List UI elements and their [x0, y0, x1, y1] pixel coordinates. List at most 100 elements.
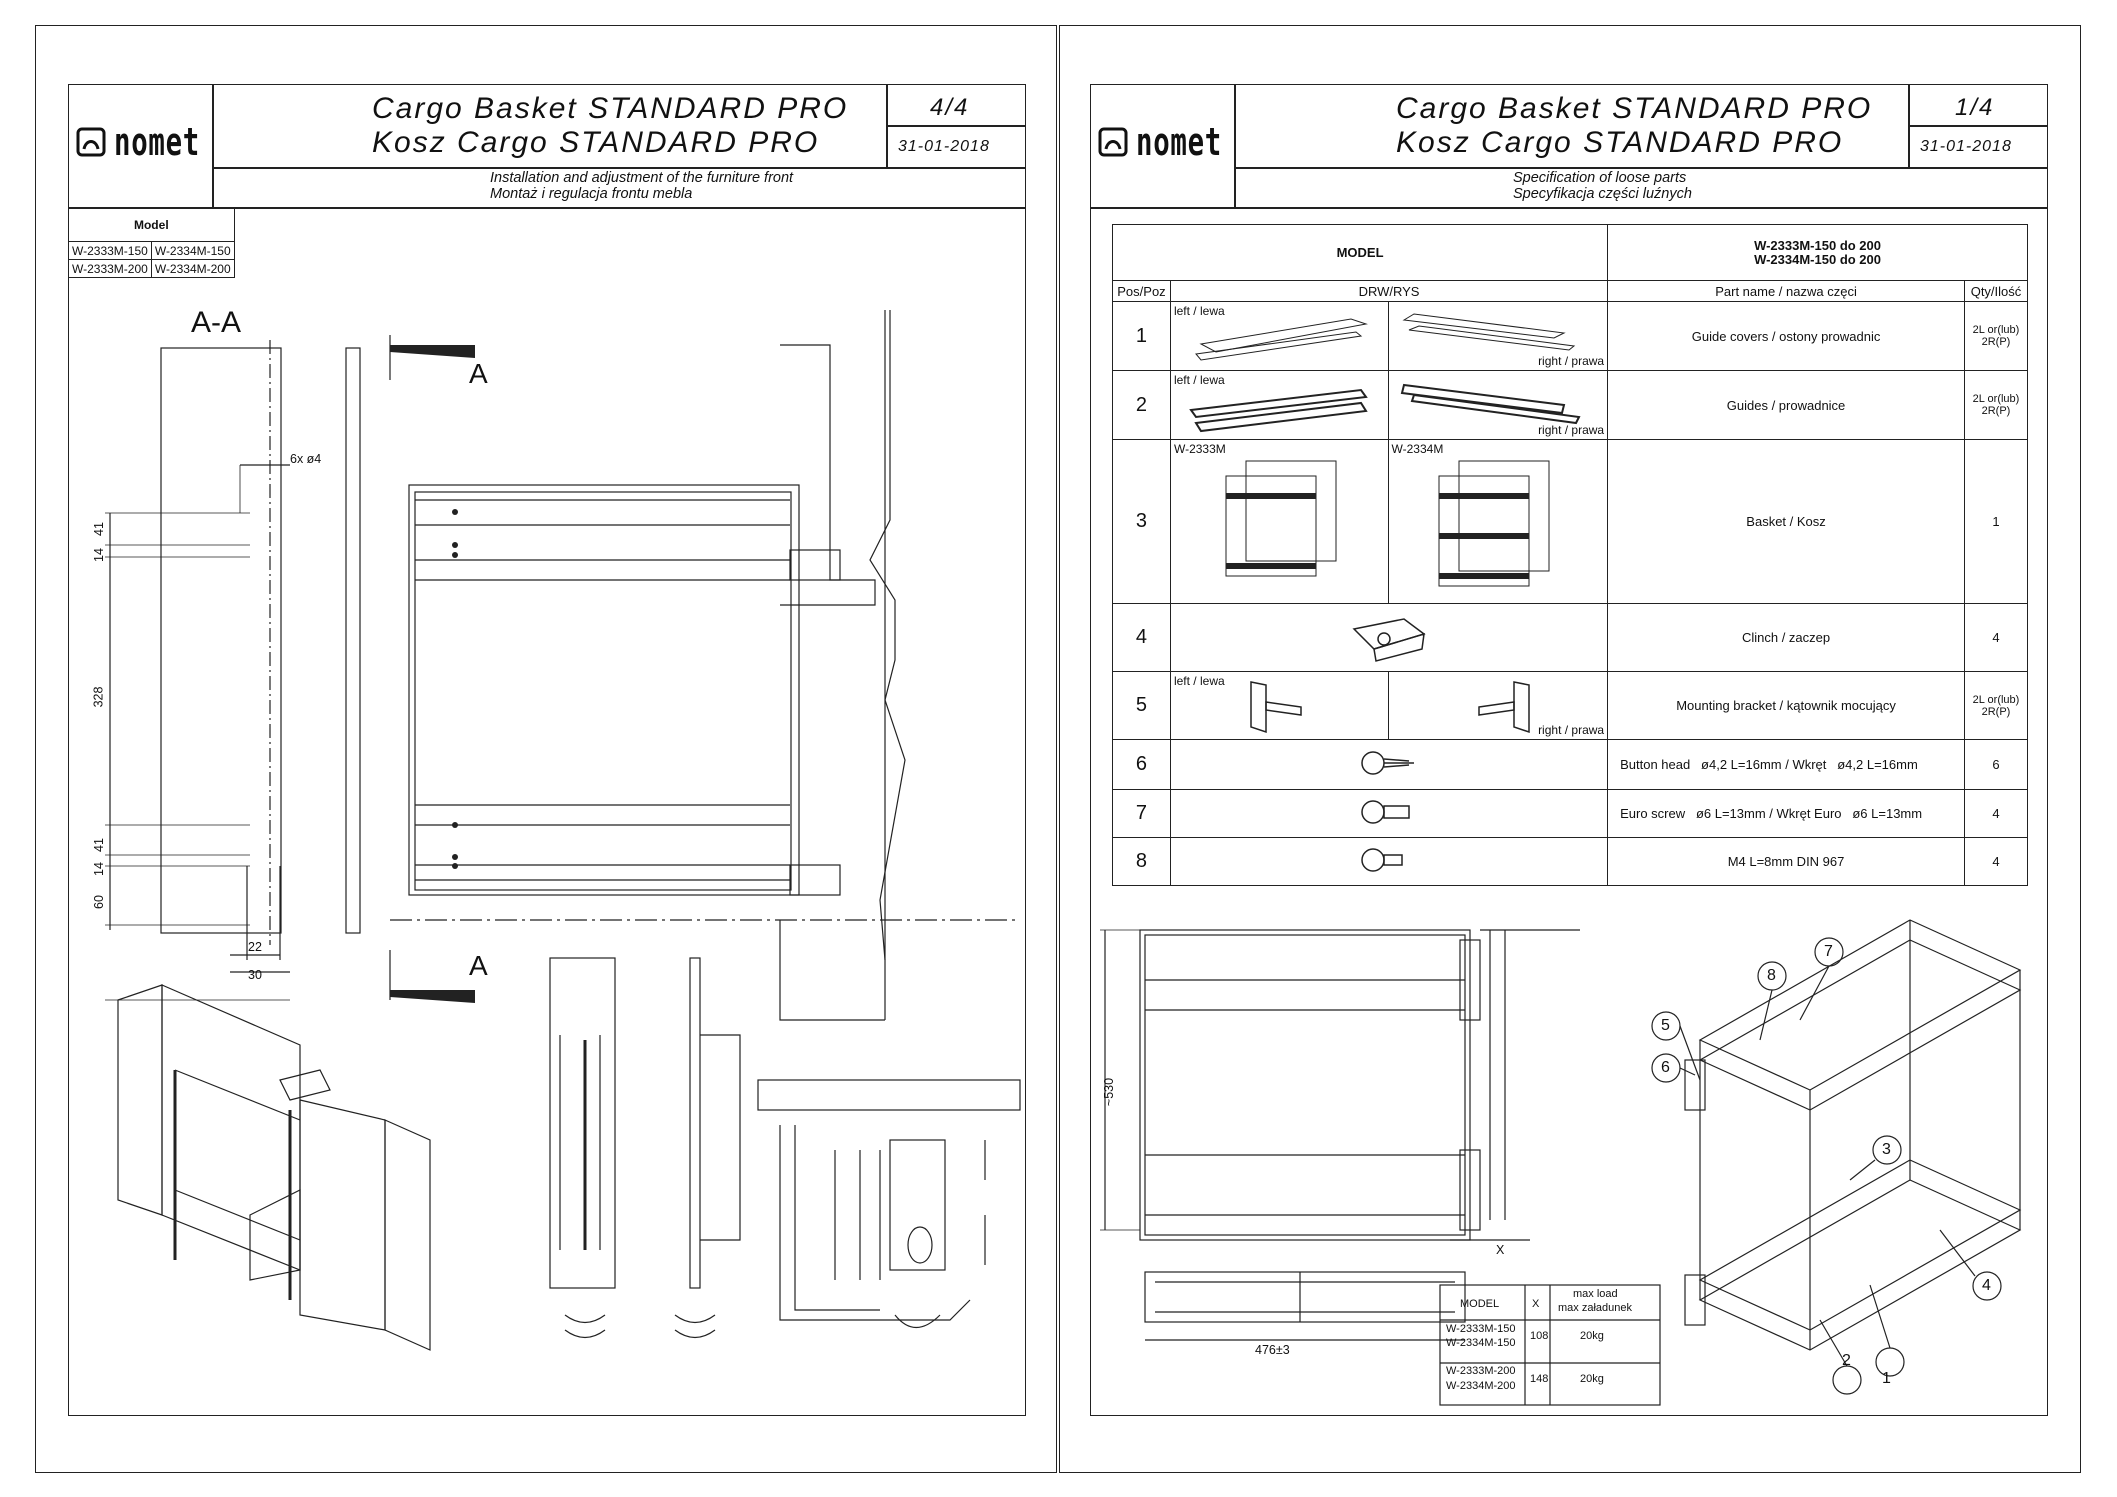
model-cell: W-2334M-150 — [150, 241, 235, 260]
load-col-x: X — [1532, 1298, 1540, 1310]
col-drw: DRW/RYS — [1169, 280, 1609, 302]
left-subtitle-pl: Montaż i regulacja frontu mebla — [490, 186, 693, 202]
nomet-logo-icon — [76, 127, 106, 157]
load-col-load-en: max load — [1573, 1288, 1618, 1300]
drawing-cell — [1169, 789, 1609, 838]
spec-models: W-2333M-150 do 200 W-2334M-150 do 200 — [1607, 224, 2028, 281]
dim-41-bottom: 41 — [91, 838, 106, 852]
drawing-cell: right / prawa — [1387, 301, 1609, 371]
right-title-pl: Kosz Cargo STANDARD PRO — [1396, 126, 1844, 159]
bracket-right-image — [1477, 681, 1530, 734]
basket-2333-image — [1225, 460, 1337, 577]
qty-cell: 6 — [1963, 739, 2029, 790]
left-logo: nomet — [76, 120, 233, 164]
col-qty: Qty/Ilość — [1963, 280, 2029, 302]
guide-left-image — [1189, 388, 1368, 433]
dim-22: 22 — [248, 940, 262, 954]
drawing-cell: right / prawa — [1387, 370, 1609, 440]
dim-14-bottom: 14 — [91, 862, 106, 876]
part-cell: M4 L=8mm DIN 967 — [1607, 837, 1965, 886]
dim-328: 328 — [91, 686, 106, 708]
left-sheet-border — [35, 25, 1057, 1473]
guide-cover-left-image — [1195, 318, 1368, 361]
part-cell: Clinch / zaczep — [1607, 603, 1965, 672]
col-pos: Pos/Poz — [1112, 280, 1171, 302]
right-subtitle-pl: Specyfikacja części luźnych — [1513, 186, 1692, 202]
spec-models-line2: W-2334M-150 do 200 — [1754, 251, 1881, 267]
spec-model-label: MODEL — [1111, 224, 1609, 281]
pos-cell: 7 — [1112, 789, 1171, 838]
dim-30: 30 — [248, 968, 262, 982]
callout-6: 6 — [1661, 1059, 1670, 1076]
drawing-cell: left / lewa — [1169, 301, 1389, 371]
callout-5: 5 — [1661, 1017, 1670, 1034]
part-cell: Euro screw ø6 L=13mm / Wkręt Euro ø6 L=1… — [1607, 789, 1965, 838]
left-label: left / lewa — [1173, 674, 1225, 688]
callout-8: 8 — [1767, 967, 1776, 984]
right-title-block — [1090, 84, 2048, 209]
logo-text: nomet — [114, 120, 200, 164]
right-logo: nomet — [1098, 120, 1255, 164]
qty-cell: 1 — [1963, 439, 2029, 604]
right-assembly-drawing — [1100, 919, 2022, 1406]
euro-screw-image — [1361, 800, 1410, 824]
right-sheet-border — [1059, 25, 2081, 1473]
part-cell: Basket / Kosz — [1607, 439, 1965, 604]
load-x: 148 — [1530, 1373, 1549, 1385]
part-cell: Mounting bracket / kątownik mocujący — [1607, 671, 1965, 740]
qty-cell: 2L or(lub) 2R(P) — [1963, 370, 2029, 440]
right-date: 31-01-2018 — [1920, 138, 2012, 155]
nomet-logo-icon — [1098, 127, 1128, 157]
left-title-en: Cargo Basket STANDARD PRO — [372, 92, 849, 125]
spec-models-line1: W-2333M-150 do 200 — [1754, 237, 1881, 253]
load-col-load-pl: max załadunek — [1558, 1302, 1632, 1314]
model-a-label: W-2333M — [1173, 442, 1226, 456]
pos-cell: 1 — [1112, 301, 1171, 371]
basket-2334-image — [1438, 460, 1550, 587]
right-page-number: 1/4 — [1955, 94, 1995, 121]
left-title-block — [68, 84, 1026, 209]
hole-label: 6x ø4 — [290, 452, 322, 466]
right-drawing-frame — [1090, 84, 2048, 1416]
clinch-image — [1352, 617, 1426, 662]
part-cell: Guide covers / ostony prowadnic — [1607, 301, 1965, 371]
model-cell: W-2333M-200 — [68, 259, 152, 278]
load-x: 108 — [1530, 1330, 1549, 1342]
dim-41-top: 41 — [91, 522, 106, 536]
qty-cell: 2L or(lub) 2R(P) — [1963, 301, 2029, 371]
pos-cell: 4 — [1112, 603, 1171, 672]
load-model: W-2333M-150 — [1446, 1323, 1516, 1335]
right-label: right / prawa — [1538, 423, 1605, 437]
left-subtitle-en: Installation and adjustment of the furni… — [490, 170, 794, 186]
drawing-cell — [1169, 603, 1609, 672]
bracket-left-image — [1250, 681, 1302, 734]
drawing-cell: left / lewa — [1169, 370, 1389, 440]
right-title-en: Cargo Basket STANDARD PRO — [1396, 92, 1873, 125]
x-dim: X — [1496, 1243, 1505, 1257]
load-model: W-2333M-200 — [1446, 1365, 1516, 1377]
drawing-cell: W-2334M — [1387, 439, 1609, 604]
qty-cell: 4 — [1963, 837, 2029, 886]
guide-cover-right-image — [1402, 313, 1575, 351]
left-title-pl: Kosz Cargo STANDARD PRO — [372, 126, 820, 159]
qty-cell: 2L or(lub) 2R(P) — [1963, 671, 2029, 740]
pos-cell: 5 — [1112, 671, 1171, 740]
pos-cell: 2 — [1112, 370, 1171, 440]
right-label: right / prawa — [1538, 354, 1605, 368]
height-dim: ~530 — [1102, 1077, 1117, 1107]
dim-60: 60 — [91, 895, 106, 909]
load-table: MODEL X max load max załadunek W-2333M-1… — [1440, 1285, 1660, 1405]
callout-2: 2 — [1842, 1352, 1851, 1369]
right-label: right / prawa — [1538, 723, 1605, 737]
left-date: 31-01-2018 — [898, 138, 990, 155]
left-page-number: 4/4 — [930, 94, 970, 121]
left-label: left / lewa — [1173, 304, 1225, 318]
button-head-screw-image — [1361, 751, 1415, 775]
callout-7: 7 — [1824, 943, 1833, 960]
left-label: left / lewa — [1173, 373, 1225, 387]
callout-1: 1 — [1882, 1370, 1891, 1387]
spec-table: MODEL W-2333M-150 do 200 W-2334M-150 do … — [1111, 224, 2029, 886]
load-model: W-2334M-150 — [1446, 1337, 1516, 1349]
qty-cell: 4 — [1963, 789, 2029, 838]
